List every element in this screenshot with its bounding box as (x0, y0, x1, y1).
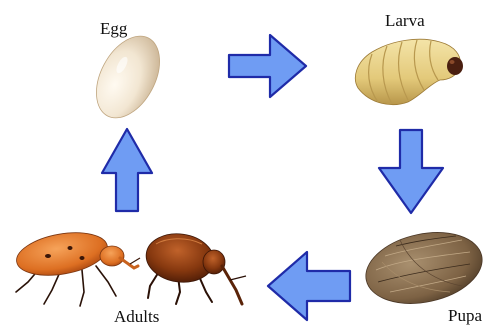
adult-weevils-icon (13, 226, 246, 306)
larva-icon (355, 39, 463, 104)
stage-label-adults: Adults (114, 308, 159, 325)
arrow-down-icon (379, 130, 443, 213)
arrow-up-icon (102, 129, 152, 211)
arrow-right-icon (229, 35, 306, 97)
stage-label-egg: Egg (100, 20, 127, 37)
arrow-left-icon (268, 252, 350, 320)
egg-icon (84, 25, 173, 128)
stage-label-larva: Larva (385, 12, 425, 29)
pupa-icon (359, 222, 487, 313)
stage-label-pupa: Pupa (448, 307, 482, 324)
